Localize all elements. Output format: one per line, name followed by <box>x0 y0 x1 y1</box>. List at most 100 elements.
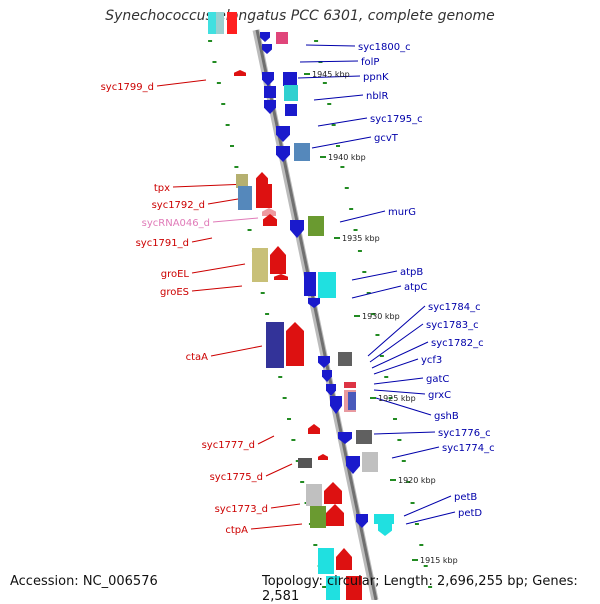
track-tick <box>349 208 354 210</box>
gene-label-syc1799_d[interactable]: syc1799_d <box>101 82 154 93</box>
track-tick <box>295 460 300 462</box>
gene-label-gatC[interactable]: gatC <box>426 374 449 385</box>
gene-label-grxC[interactable]: grxC <box>428 390 451 401</box>
track-tick <box>216 82 221 84</box>
track-tick <box>221 103 226 105</box>
track-tick <box>291 439 296 441</box>
gene-label-ycf3[interactable]: ycf3 <box>421 355 442 366</box>
gene-label-atpB[interactable]: atpB <box>400 267 423 278</box>
accession-text: Accession: NC_006576 <box>10 574 158 589</box>
gene-block <box>264 86 276 98</box>
gene-label-syc1774_c[interactable]: syc1774_c <box>442 443 495 454</box>
gene-arrow <box>276 146 290 162</box>
track-tick <box>362 271 367 273</box>
track-tick <box>406 481 411 483</box>
track-tick <box>344 187 349 189</box>
gene-block <box>236 174 248 188</box>
gene-label-petD[interactable]: petD <box>458 508 482 519</box>
track-tick <box>230 145 235 147</box>
gene-label-murG[interactable]: murG <box>388 207 416 218</box>
gene-label-tpx[interactable]: tpx <box>154 183 170 194</box>
gene-label-folP[interactable]: folP <box>361 57 379 68</box>
track-tick <box>410 502 415 504</box>
track-tick <box>428 586 433 588</box>
track-tick <box>397 439 402 441</box>
gene-label-syc1773_d[interactable]: syc1773_d <box>215 504 268 515</box>
gene-label-syc1791_d[interactable]: syc1791_d <box>136 238 189 249</box>
gene-label-ctaA[interactable]: ctaA <box>186 352 209 363</box>
track-tick <box>322 586 327 588</box>
track-tick <box>300 481 305 483</box>
gene-arrow <box>318 454 328 460</box>
gene-label-nblR[interactable]: nblR <box>366 91 388 102</box>
gene-label-petB[interactable]: petB <box>454 492 477 503</box>
gene-label-atpC[interactable]: atpC <box>404 282 427 293</box>
track-tick <box>265 313 270 315</box>
gene-block <box>238 186 252 210</box>
position-mark: 1920 kbp <box>398 476 436 485</box>
gene-block <box>318 548 334 574</box>
track-tick <box>278 376 283 378</box>
gene-arrow <box>330 396 342 414</box>
track-tick <box>419 544 424 546</box>
gene-block <box>216 12 224 34</box>
track-tick <box>314 40 319 42</box>
gene-label-syc1784_c[interactable]: syc1784_c <box>428 302 481 313</box>
gene-block <box>285 104 297 116</box>
position-mark: 1940 kbp <box>328 153 366 162</box>
gene-arrow <box>318 356 330 368</box>
gene-arrow <box>274 274 288 280</box>
gene-label-groEL[interactable]: groEL <box>161 269 190 280</box>
gene-label-ctpA[interactable]: ctpA <box>225 525 248 536</box>
gene-arrow <box>322 370 332 382</box>
gene-arrow <box>260 32 270 42</box>
gene-label-sycRNA046_d[interactable]: sycRNA046_d <box>142 218 210 229</box>
gene-label-groES[interactable]: groES <box>160 287 189 298</box>
gene-arrow <box>276 126 290 142</box>
gene-arrow <box>326 504 344 526</box>
gene-block <box>362 452 378 472</box>
track-tick <box>225 124 230 126</box>
gene-arrow <box>378 524 392 536</box>
gene-label-syc1783_c[interactable]: syc1783_c <box>426 320 479 331</box>
gene-label-ppnK[interactable]: ppnK <box>363 72 389 83</box>
track-tick <box>208 40 213 42</box>
track-tick <box>327 103 332 105</box>
track-tick <box>331 124 336 126</box>
gene-block <box>326 576 340 600</box>
track-tick <box>282 397 287 399</box>
gene-block <box>294 143 310 161</box>
position-mark: 1945 kbp <box>312 70 350 79</box>
gene-label-gshB[interactable]: gshB <box>434 411 459 422</box>
gene-label-syc1800_c[interactable]: syc1800_c <box>358 42 411 53</box>
gene-arrow <box>262 208 276 216</box>
track-tick <box>260 292 265 294</box>
track-tick <box>234 166 239 168</box>
gene-arrow <box>356 514 368 528</box>
gene-arrow <box>262 44 272 54</box>
gene-label-syc1776_c[interactable]: syc1776_c <box>438 428 491 439</box>
gene-label-syc1792_d[interactable]: syc1792_d <box>152 200 205 211</box>
gene-block <box>356 430 372 444</box>
gene-label-syc1775_d[interactable]: syc1775_d <box>210 472 263 483</box>
gene-arrow <box>346 456 360 474</box>
track-tick <box>401 460 406 462</box>
track-tick <box>247 229 252 231</box>
track-tick <box>313 544 318 546</box>
track-tick <box>379 355 384 357</box>
gene-block <box>283 72 297 86</box>
gene-block <box>344 382 356 388</box>
track-tick <box>423 565 428 567</box>
gene-arrow <box>270 246 286 274</box>
gene-label-syc1782_c[interactable]: syc1782_c <box>431 338 484 349</box>
track-tick <box>414 523 419 525</box>
track-tick <box>371 313 376 315</box>
track-tick <box>353 229 358 231</box>
gene-label-gcvT[interactable]: gcvT <box>374 133 399 144</box>
gene-label-syc1777_d[interactable]: syc1777_d <box>202 440 255 451</box>
gene-block <box>346 576 362 600</box>
position-mark: 1930 kbp <box>362 312 400 321</box>
track-tick <box>287 418 292 420</box>
gene-label-syc1795_c[interactable]: syc1795_c <box>370 114 423 125</box>
track-tick <box>375 334 380 336</box>
